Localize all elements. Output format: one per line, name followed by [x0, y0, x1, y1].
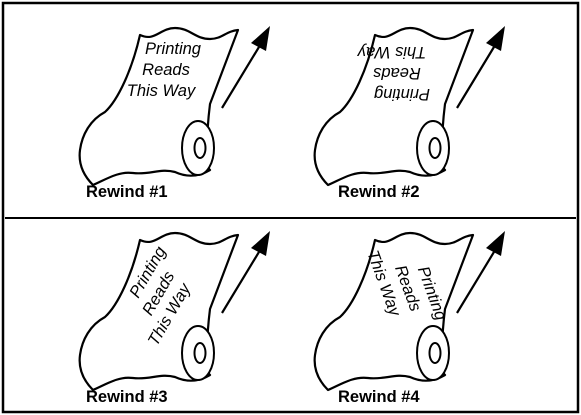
roll-text-line-2: Reads [373, 64, 421, 82]
panel-rewind-3: Printing Reads This Way Rewind #3 [78, 231, 270, 406]
roll-text-line-3: This Way [356, 43, 426, 61]
caption-rewind-3: Rewind #3 [86, 388, 168, 406]
direction-arrow [456, 246, 498, 314]
roll-core [193, 342, 207, 364]
roll-text-line-1: Printing [145, 40, 202, 58]
caption-rewind-4: Rewind #4 [338, 388, 420, 406]
arrow-head-icon [251, 26, 270, 51]
panel-rewind-4: Printing Reads This Way Rewind #4 [313, 231, 505, 406]
roll-text-line-3: This Way [127, 82, 197, 100]
roll-text-line-2: Reads [142, 61, 190, 79]
roll-core [428, 137, 442, 159]
arrow-head-icon [486, 26, 505, 51]
caption-rewind-1: Rewind #1 [86, 183, 168, 201]
roll-text-line-1: Printing [373, 85, 430, 103]
direction-arrow [221, 246, 263, 314]
panel-rewind-2: Printing Reads This Way Rewind #2 [313, 26, 505, 201]
direction-arrow [221, 41, 263, 109]
arrow-head-icon [251, 231, 270, 256]
arrow-head-icon [486, 231, 505, 256]
roll-core [193, 137, 207, 159]
caption-rewind-2: Rewind #2 [338, 183, 420, 201]
panel-rewind-1: Printing Reads This Way Rewind #1 [78, 26, 270, 201]
roll-core [428, 342, 442, 364]
direction-arrow [456, 41, 498, 109]
